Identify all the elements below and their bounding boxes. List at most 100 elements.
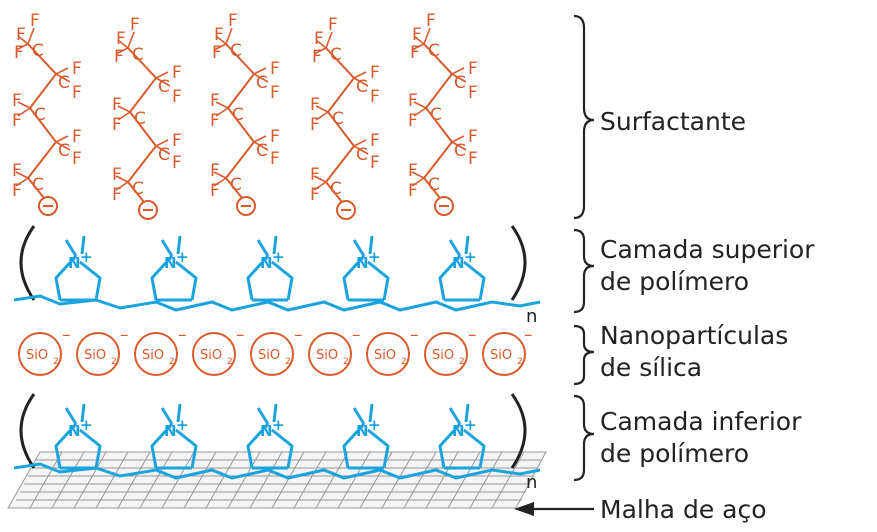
silica-subscript: 2 [459,357,465,367]
silica-particle [308,332,352,376]
fluorine-label: F [112,115,122,135]
carbon-label: C [230,175,242,195]
fluorine-label: F [114,47,124,67]
negative-charge: – [236,325,245,345]
fluorine-label: F [410,43,420,63]
silica-particle [424,332,468,376]
ammonium-label: N [260,422,273,440]
fluorine-label: F [314,29,324,49]
carbon-label: C [356,145,368,165]
negative-charge: – [410,325,419,345]
negative-charge: – [178,325,187,345]
silica-subscript: 2 [343,357,349,367]
fluorine-label: F [270,59,280,79]
carbon-label: C [132,45,144,65]
fluorine-label: F [310,115,320,135]
silica-particle [134,332,178,376]
left-paren [19,225,36,301]
bottom-ammonium-labels: N + N + N + N + N + n [68,416,537,493]
fluorine-label: F [116,29,126,49]
fluorine-label: F [130,15,140,35]
fluorine-label: F [270,83,280,103]
polymer-backbone [13,462,541,480]
fluorine-label: F [408,181,418,201]
silica-nanoparticles [18,332,526,376]
fluorine-label: F [270,127,280,147]
right-paren [510,225,527,301]
carbon-label: C [454,141,466,161]
ammonium-charge: + [272,416,285,434]
carbon-label: C [158,145,170,165]
ammonium-charge: + [464,416,477,434]
fluorine-label: F [172,87,182,107]
silica-particle [366,332,410,376]
silica-formula: SiO [200,348,222,363]
negative-charge: – [524,325,533,345]
silica-subscript: 2 [401,357,407,367]
top-ammonium-labels: N + N + N + N + N + n [68,248,537,327]
braces [573,14,595,482]
ammonium-charge: + [272,248,285,266]
fluorine-label: F [310,95,320,115]
labels: Surfactante Camada superior de polímero … [600,107,815,524]
fluorine-label: F [112,185,122,205]
carbon-label: C [256,141,268,161]
fluorine-labels: F F F C C F F F F C C F F F F C F F F C … [12,11,478,205]
fluorine-label: F [72,127,82,147]
fluorine-label: F [172,131,182,151]
fluorine-label: F [370,153,380,173]
negative-charge: – [468,325,477,345]
fluorine-label: F [210,111,220,131]
label-steel-mesh: Malha de aço [600,495,767,524]
carbon-label: C [132,179,144,199]
negative-charge: – [352,325,361,345]
brace-icon [573,394,595,482]
ammonium-label: N [164,254,177,272]
ammonium-label: N [356,254,369,272]
carbon-label: C [428,175,440,195]
carbon-label: C [330,45,342,65]
fluorine-label: F [210,181,220,201]
ammonium-charge: + [80,416,93,434]
arrow-left-icon [514,502,594,516]
silica-particle [18,332,62,376]
silica-subscript: 2 [111,357,117,367]
fluorine-label: F [12,91,22,111]
fluorine-label: F [408,161,418,181]
fluorine-label: F [12,161,22,181]
ammonium-label: N [164,422,177,440]
label-top-polymer-line2: de polímero [600,267,749,296]
top-polymer-layer [13,225,541,312]
fluorine-label: F [12,111,22,131]
silica-particle [76,332,120,376]
carbon-label: C [332,109,344,129]
label-top-polymer-line1: Camada superior [600,235,815,264]
carbon-label: C [158,77,170,97]
repeat-index: n [526,472,537,493]
fluorine-label: F [30,11,40,31]
silica-particle [250,332,294,376]
ammonium-charge: + [176,416,189,434]
fluorine-label: F [212,43,222,63]
fluorine-label: F [408,91,418,111]
ammonium-charge: + [368,248,381,266]
brace-icon [573,14,595,220]
carbon-label: C [134,109,146,129]
fluorine-label: F [412,25,422,45]
fluorine-label: F [370,131,380,151]
silica-particle [192,332,236,376]
fluorine-label: F [210,161,220,181]
silica-formula: SiO [316,348,338,363]
silica-subscript: 2 [169,357,175,367]
ammonium-label: N [68,254,81,272]
carbon-label: C [32,41,44,61]
fluorine-label: F [228,11,238,31]
silica-subscript: 2 [227,357,233,367]
fluorine-label: F [370,63,380,83]
fluorine-label: F [112,95,122,115]
silica-formula: SiO [142,348,164,363]
fluorine-label: F [14,43,24,63]
ammonium-charge: + [80,248,93,266]
carbon-label: C [232,105,244,125]
